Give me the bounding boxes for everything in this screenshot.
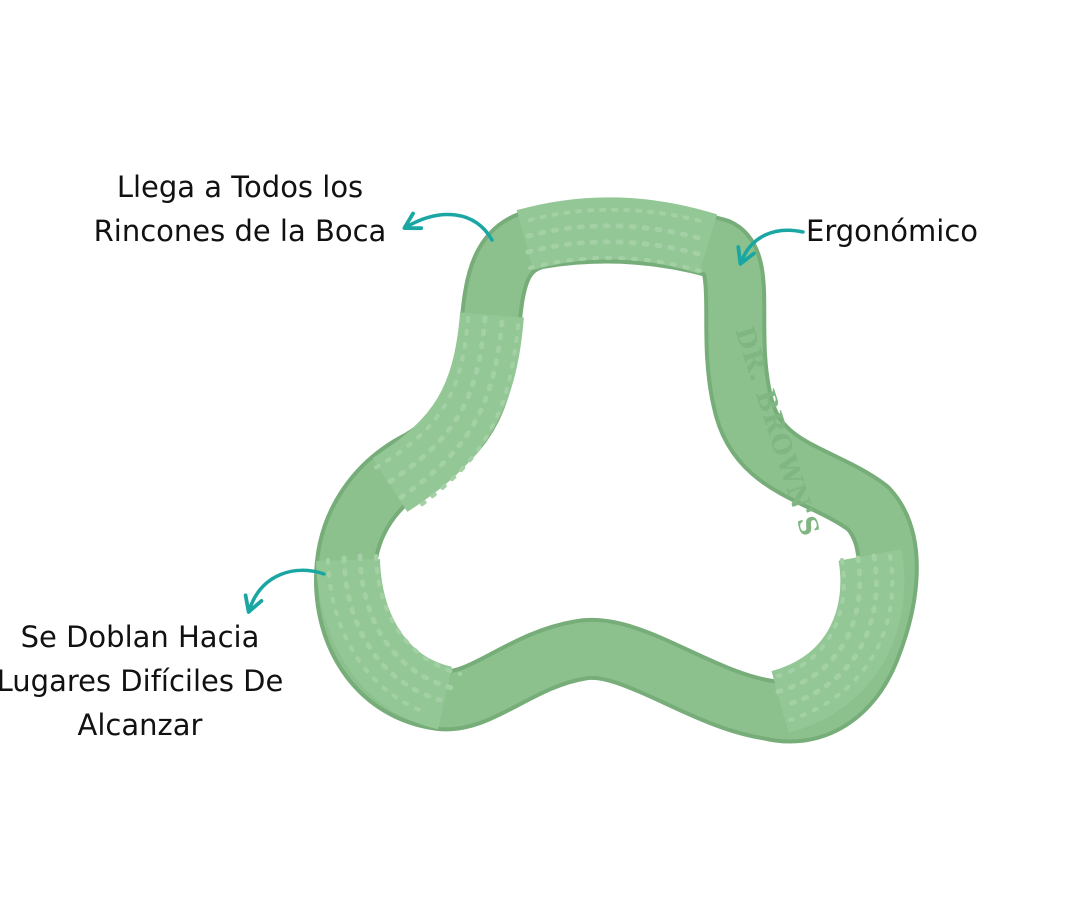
- label-bend-hard-to-reach: Se Doblan Hacia Lugares Difíciles De Alc…: [0, 615, 330, 747]
- label-reach-all-corners: Llega a Todos los Rincones de la Boca: [60, 165, 420, 253]
- label-bend-line-1: Se Doblan Hacia: [20, 620, 260, 654]
- arrow-reach: [402, 211, 494, 242]
- label-reach-line-1: Llega a Todos los: [116, 170, 364, 204]
- label-ergonomic-text: Ergonómico: [806, 214, 979, 248]
- textured-grip-top: [516, 197, 718, 274]
- textured-grip-bottom-left: [316, 553, 462, 730]
- textured-grip-bottom-right: [768, 549, 905, 733]
- label-bend-line-3: Alcanzar: [77, 708, 203, 742]
- arrow-bend: [243, 568, 326, 614]
- label-ergonomic: Ergonómico: [806, 209, 978, 253]
- label-bend-line-2: Lugares Difíciles De: [0, 664, 284, 698]
- textured-grip-left: [370, 312, 524, 512]
- teether-ring: DR. BROWN'S: [314, 197, 919, 744]
- label-reach-line-2: Rincones de la Boca: [93, 214, 387, 248]
- arrow-ergonomic: [736, 228, 805, 266]
